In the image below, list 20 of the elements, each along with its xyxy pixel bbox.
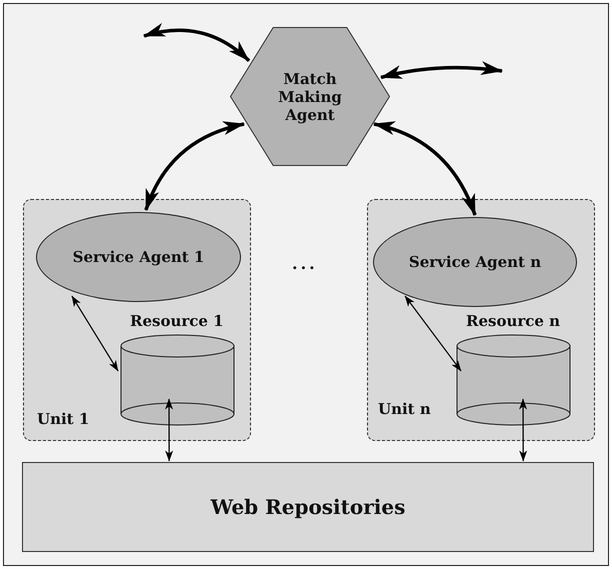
unit-panel	[23, 199, 251, 441]
resource-label: Resource 1	[130, 312, 224, 330]
resource-label: Resource n	[466, 312, 560, 330]
arrow	[70, 295, 118, 371]
arrow	[144, 122, 245, 210]
repository-bar	[22, 462, 594, 552]
arrow	[372, 122, 476, 216]
unit-label: Unit 1	[37, 410, 90, 428]
arrow	[380, 60, 502, 79]
node-label: Service Agent n	[408, 253, 542, 271]
node-label: Web Repositories	[210, 495, 406, 519]
arrow	[404, 295, 461, 371]
node-label: Service Agent 1	[72, 248, 204, 266]
unit-panel	[367, 199, 595, 441]
unit-label: Unit n	[378, 400, 431, 418]
ellipsis-label: ...	[292, 254, 318, 273]
node-label: Match Making Agent	[277, 70, 343, 124]
arrow	[142, 23, 250, 62]
arrow	[518, 398, 527, 461]
arrow	[164, 398, 173, 461]
